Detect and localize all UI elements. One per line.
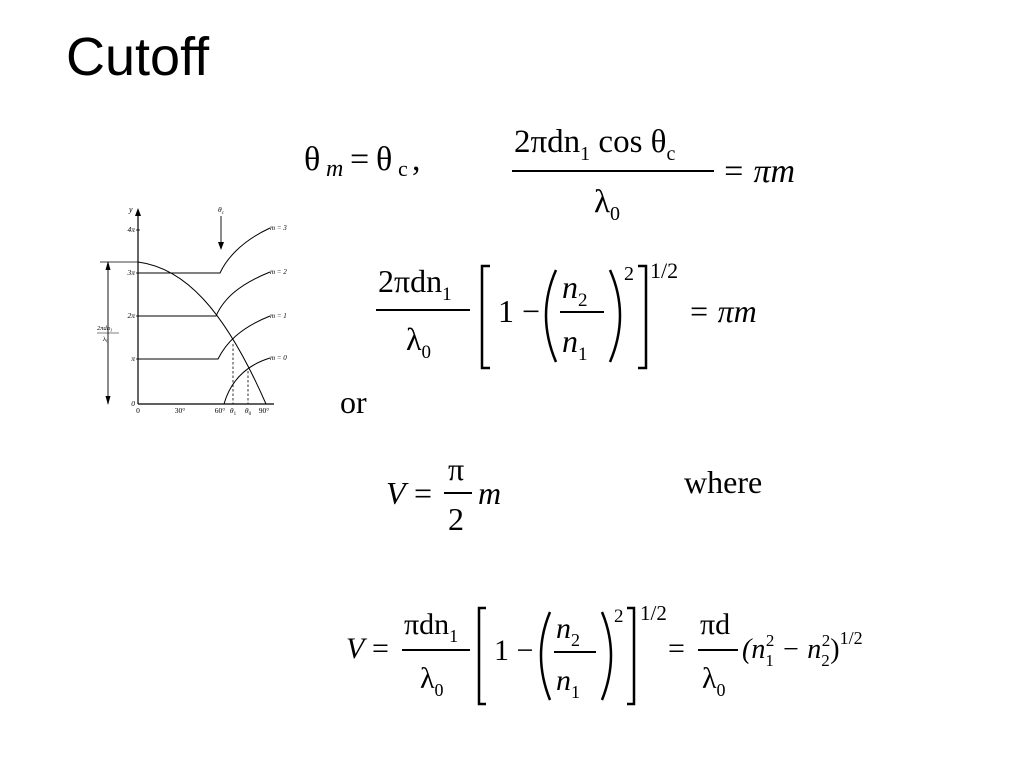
eq1-m: m <box>326 156 343 182</box>
diagram-xtick-theta1: θ1 <box>230 406 237 417</box>
diagram-xtick-0: 0 <box>136 406 140 415</box>
or-label: or <box>340 384 367 420</box>
where-label: where <box>684 464 763 500</box>
eq5-denominator-2: λ0 <box>702 662 726 700</box>
diagram-measure-arrow-top <box>105 261 111 270</box>
diagram-y-arrow <box>135 208 141 216</box>
diagram-mode-label-m1: m = 1 <box>270 312 287 320</box>
eq5-left-paren <box>539 611 552 701</box>
eq3-numerator: 2πdn1 <box>378 263 452 305</box>
eq5-index-tail: (n12 − n22)1/2 <box>742 628 863 670</box>
eq5-equals-2: = <box>668 632 685 665</box>
eq1-theta-c: θ <box>376 141 392 178</box>
eq5-equals: = <box>372 632 389 665</box>
eq1-theta: θ <box>304 141 320 178</box>
eq2-rhs: = πm <box>722 153 795 190</box>
eq4-m: m <box>478 475 501 511</box>
eq5-numerator: πdn1 <box>404 608 458 646</box>
diagram-mode-label-m3: m = 3 <box>270 224 287 232</box>
eq2-denominator: λ0 <box>594 184 620 225</box>
eq5-one-minus: 1 − <box>494 634 533 667</box>
eq5-square: 2 <box>614 606 624 627</box>
equation-cutoff-index: 2πdn1 λ0 1 − n2 n1 2 1/2 = πm <box>376 258 757 370</box>
diagram-ytick-4pi: 4π <box>127 225 135 234</box>
eq3-square: 2 <box>624 263 634 285</box>
equation-cutoff-condition: 2πdn1 cos θc λ0 = πm <box>512 124 795 225</box>
diagram-mode-label-m2: m = 2 <box>270 268 287 276</box>
eq3-left-paren <box>544 269 558 363</box>
diagram-left-label-den: λ0 <box>103 336 109 344</box>
eq3-rhs: = πm <box>688 293 757 329</box>
eq5-n2: n2 <box>556 612 580 650</box>
eq3-n1: n1 <box>562 323 588 365</box>
eq1-sub-c: c <box>398 156 408 181</box>
eq2-numerator: 2πdn1 cos θc <box>514 124 675 165</box>
diagram-left-label-num: 2πdn1 <box>97 325 112 333</box>
diagram-xtick-90: 90° <box>259 406 270 415</box>
eq3-left-bracket <box>480 264 490 370</box>
diagram-xtick-60: 60° <box>215 406 226 415</box>
eq4-equals: = <box>414 475 432 511</box>
diagram-mode-curve-m2 <box>138 271 271 317</box>
eq3-one-minus: 1 − <box>498 293 540 329</box>
diagram-ytick-2pi: 2π <box>127 311 135 320</box>
diagram-y-label: y <box>128 205 133 214</box>
eq1-comma: , <box>412 141 421 178</box>
eq1-equals: = <box>350 141 369 178</box>
eq4-two: 2 <box>448 501 464 537</box>
eq3-half-power: 1/2 <box>650 258 678 283</box>
diagram-mode-label-m0: m = 0 <box>270 354 287 362</box>
diagram-mode-curve-m0 <box>223 357 271 405</box>
diagram-theta-c-arrowhead <box>218 242 224 250</box>
diagram-mode-curve-m1 <box>138 315 271 360</box>
eq4-pi: π <box>448 451 464 487</box>
eq3-right-bracket <box>638 264 648 370</box>
eq5-denominator: λ0 <box>420 662 444 700</box>
eq5-half-power: 1/2 <box>640 601 667 625</box>
equation-v-number-definition: V = πdn1 λ0 1 − n2 n1 2 1/2 = πd λ0 (n12… <box>346 601 863 706</box>
diagram-xtick-30: 30° <box>175 406 186 415</box>
eq4-v: V <box>386 475 409 511</box>
eq5-v: V <box>346 632 368 665</box>
diagram-decreasing-curve <box>137 261 267 405</box>
eq5-left-bracket <box>477 606 486 706</box>
eq5-right-paren <box>600 611 613 701</box>
mode-cutoff-diagram: y 4π 3π 2π π 0 0 30° 60° θ1 θ0 90° 2πdn1… <box>97 205 287 417</box>
equation-v-number-cutoff: V = π 2 m <box>386 451 501 537</box>
diagram-ytick-3pi: 3π <box>126 268 135 277</box>
diagram-xtick-theta0: θ0 <box>245 406 252 417</box>
eq5-pid: πd <box>700 608 730 641</box>
diagram-ytick-0: 0 <box>131 399 135 408</box>
eq5-right-bracket <box>627 606 636 706</box>
diagram-mode-curve-m3 <box>138 227 271 274</box>
eq3-n2: n2 <box>562 269 588 311</box>
eq3-denominator: λ0 <box>406 321 431 363</box>
slide-title: Cutoff <box>66 27 210 87</box>
diagram-ytick-pi: π <box>131 354 135 363</box>
eq5-n1: n1 <box>556 664 580 702</box>
diagram-measure-arrow-bottom <box>105 396 111 405</box>
diagram-theta-c-label: θc <box>218 205 225 216</box>
equation-theta-cutoff: θ m = θ c , <box>304 141 421 182</box>
eq3-right-paren <box>608 269 622 363</box>
